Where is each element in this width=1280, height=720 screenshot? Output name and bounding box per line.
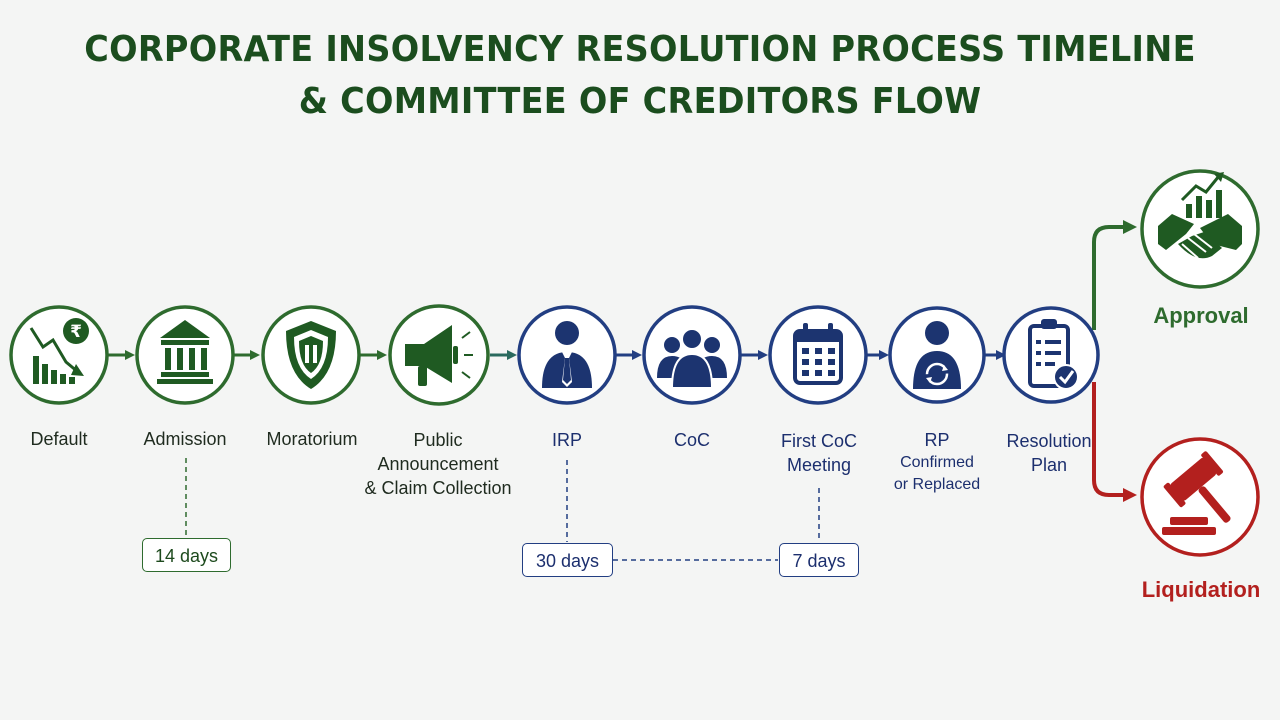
stage-label-admission: Admission — [143, 427, 226, 451]
person-icon — [542, 321, 592, 388]
stage-label-announcement: Public Announcement & Claim Collection — [364, 428, 511, 500]
shield-icon — [286, 321, 336, 389]
court-building-icon — [157, 320, 213, 384]
stage-label-admission-line1: Admission — [143, 429, 227, 449]
stage-label-plan-line2: Plan — [1030, 455, 1068, 475]
outcome-circle-liquidation — [1140, 437, 1260, 557]
stage-label-rp-line3: or Replaced — [893, 476, 981, 493]
person-refresh-icon — [913, 321, 961, 389]
stage-label-plan: Resolution Plan — [1006, 429, 1091, 477]
group-icon — [657, 328, 727, 389]
stage-label-irp: IRP — [552, 428, 582, 452]
stage-label-rp-line1: RP — [924, 430, 950, 450]
duration-badge-first-meeting: 7 days — [779, 543, 859, 577]
stage-label-announcement-line1: Public — [413, 430, 463, 450]
stage-label-meeting: First CoC Meeting — [781, 429, 857, 477]
stage-label-meeting-line1: First CoC — [781, 431, 857, 451]
arrow-to-approval — [1092, 220, 1137, 330]
stage-label-coc: CoC — [674, 428, 710, 452]
declining-chart-rupee-icon: ₹ — [29, 318, 89, 384]
duration-badge-irp: 30 days — [522, 543, 613, 577]
timing-lines — [185, 458, 820, 561]
stage-label-irp-line1: IRP — [551, 430, 583, 450]
svg-text:₹: ₹ — [70, 322, 82, 342]
outcome-label-liquidation: Liquidation — [1141, 577, 1261, 602]
calendar-icon — [793, 323, 843, 385]
stage-label-coc-line1: CoC — [673, 430, 711, 450]
stage-label-default: Default — [30, 427, 87, 451]
stage-label-moratorium: Moratorium — [266, 427, 357, 451]
stage-label-moratorium-line1: Moratorium — [266, 429, 358, 449]
outcome-label-approval: Approval — [1153, 303, 1249, 328]
stage-circle-default — [9, 305, 109, 405]
stage-label-rp: RP Confirmed or Replaced — [894, 428, 980, 496]
title-line-2: & COMMITTEE OF CREDITORS FLOW — [298, 81, 982, 122]
handshake-growth-icon — [1158, 172, 1242, 259]
stage-circle-meeting — [768, 305, 868, 405]
stage-label-meeting-line2: Meeting — [786, 455, 852, 475]
stage-label-rp-line2: Confirmed — [900, 454, 974, 471]
stage-circles — [9, 169, 1260, 557]
stage-label-announcement-line3: & Claim Collection — [364, 478, 512, 498]
diagram-title: CORPORATE INSOLVENCY RESOLUTION PROCESS … — [45, 24, 1235, 128]
arrow-to-liquidation — [1092, 382, 1137, 502]
gavel-icon — [1162, 451, 1231, 535]
duration-badge-admission: 14 days — [142, 538, 231, 572]
title-line-1: CORPORATE INSOLVENCY RESOLUTION PROCESS … — [84, 29, 1196, 70]
stage-label-plan-line1: Resolution — [1006, 431, 1092, 451]
stage-label-announcement-line2: Announcement — [377, 454, 499, 474]
clipboard-check-icon — [1028, 319, 1079, 390]
megaphone-icon — [405, 325, 473, 386]
outcome-circle-approval — [1140, 169, 1260, 289]
stage-label-default-line1: Default — [30, 429, 88, 449]
